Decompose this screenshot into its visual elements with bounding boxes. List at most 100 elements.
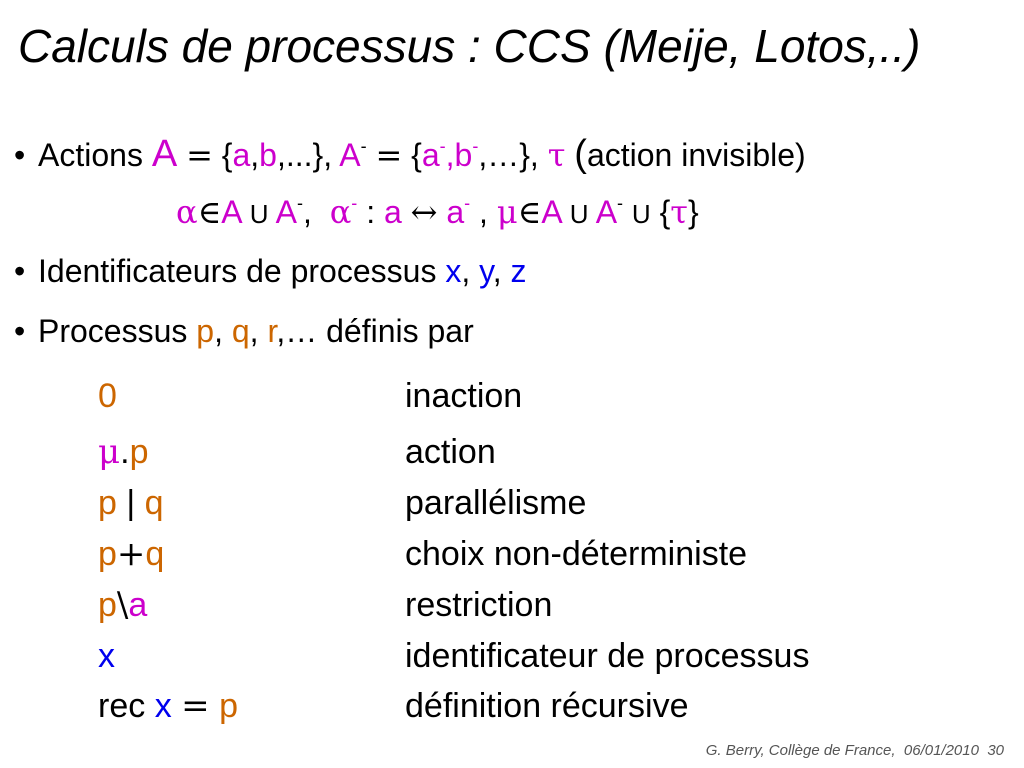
set-rest: ,…},: [478, 137, 539, 173]
identifier-x: x: [445, 253, 462, 289]
grammar-desc-parallel: parallélisme: [405, 484, 587, 522]
comma: ,: [250, 137, 260, 173]
co-bar: -: [617, 193, 624, 213]
process-p: p: [98, 535, 117, 573]
comma: ,: [249, 313, 259, 349]
process-p: p: [98, 484, 117, 522]
paren-open: (: [574, 133, 587, 175]
mu-symbol: μ: [98, 432, 121, 472]
brace-open: {: [221, 137, 233, 173]
grammar-desc-identifier: identificateur de processus: [405, 637, 810, 675]
comma: ,: [445, 137, 455, 173]
actions-label: Actions: [38, 137, 143, 173]
term-zero: 0: [98, 377, 117, 415]
mu-symbol: μ: [496, 193, 518, 231]
identifier-x: x: [98, 637, 115, 675]
processes-label: Processus: [38, 313, 188, 349]
co-bar: -: [360, 136, 367, 156]
bullet-dot: •: [14, 313, 26, 349]
bullet-actions: •Actions A = {a,b,...}, A- = {a-,b-,…}, …: [14, 132, 806, 178]
identifiers-label: Identificateurs de processus: [38, 253, 437, 289]
element-of-symbol: ∈: [197, 193, 222, 231]
action-a: a: [383, 194, 402, 230]
processes-rest: ,… définis par: [276, 313, 474, 349]
co-action-b: b: [454, 137, 473, 173]
grammar-term-parallel: p | q: [98, 483, 164, 524]
paren-close: ): [795, 137, 806, 173]
grammar-term-recursion: rec x = p: [98, 686, 238, 727]
set-a: A: [221, 194, 241, 230]
grammar-desc-inaction: inaction: [405, 377, 523, 415]
double-arrow-icon: ↔: [410, 193, 438, 231]
equals-sign: =: [375, 136, 403, 174]
grammar-desc-recursion: définition récursive: [405, 687, 689, 725]
grammar-desc-restriction: restriction: [405, 586, 553, 624]
tau-description: action invisible: [586, 137, 796, 173]
identifier-z: z: [510, 253, 527, 289]
action-b: b: [259, 137, 277, 173]
tau-symbol: τ: [547, 136, 566, 174]
union-symbol: U: [249, 199, 269, 229]
process-q: q: [144, 484, 164, 522]
brace-open: {: [411, 137, 422, 173]
tau-symbol: τ: [670, 193, 688, 231]
rec-keyword: rec: [98, 687, 146, 725]
co-bar: -: [351, 193, 358, 213]
co-bar: -: [439, 136, 446, 156]
action-a-bar: a: [446, 194, 465, 230]
alpha-bar-symbol: α: [329, 193, 352, 231]
set-a-bar: A: [275, 194, 298, 230]
co-actions-set-name: A: [339, 137, 361, 173]
process-q: q: [145, 535, 165, 573]
grammar-term-identifier: x: [98, 636, 115, 677]
set-rest: ,...},: [276, 137, 333, 173]
process-r: r: [267, 313, 277, 349]
slide-footer: G. Berry, Collège de France, 06/01/2010 …: [706, 742, 1004, 759]
action-a: a: [232, 137, 251, 173]
bullet-identifiers: • Identificateurs de processus x, y, z: [14, 252, 527, 290]
comma: ,: [479, 194, 488, 230]
element-of-symbol: ∈: [517, 193, 542, 231]
colon: :: [366, 194, 376, 230]
grammar-term-action: μ.p: [98, 432, 148, 473]
union-symbol: U: [631, 199, 651, 229]
actions-set-name: A: [151, 133, 178, 175]
comma: ,: [492, 253, 502, 289]
bullet-processes: • Processus p, q, r,… définis par: [14, 312, 474, 350]
grammar-term-choice: p+q: [98, 534, 164, 575]
brace-open: {: [659, 194, 671, 230]
grammar-term-inaction: 0: [98, 376, 117, 417]
action-a: a: [128, 586, 148, 624]
set-a-bar: A: [595, 194, 618, 230]
equals-sign: =: [181, 686, 210, 726]
comma: ,: [214, 313, 223, 349]
comma: ,: [303, 194, 312, 230]
process-q: q: [231, 313, 250, 349]
grammar-desc-action: action: [405, 433, 496, 471]
choice-operator: +: [116, 534, 146, 574]
footer-author: G. Berry, Collège de France,: [705, 742, 896, 759]
co-bar: -: [472, 136, 479, 156]
slide-title: Calculs de processus : CCS (Meije, Lotos…: [18, 20, 921, 72]
grammar-term-restriction: p\a: [98, 585, 147, 626]
union-symbol: U: [569, 199, 589, 229]
parallel-operator: |: [126, 484, 136, 522]
comma: ,: [461, 253, 471, 289]
restriction-operator: \: [116, 585, 129, 625]
process-p: p: [219, 687, 239, 725]
footer-date: 06/01/2010: [903, 742, 979, 759]
brace-close: }: [687, 194, 699, 230]
process-p: p: [196, 313, 215, 349]
process-p: p: [98, 586, 117, 624]
identifier-y: y: [479, 253, 493, 289]
equals-sign: =: [186, 136, 213, 174]
dot: .: [120, 433, 130, 471]
co-bar: -: [297, 193, 304, 213]
process-p: p: [129, 433, 149, 471]
footer-page-number: 30: [987, 742, 1004, 759]
co-action-a: a: [421, 137, 440, 173]
bullet-dot: •: [14, 253, 26, 289]
alpha-symbol: α: [176, 193, 198, 231]
co-bar: -: [464, 193, 471, 213]
